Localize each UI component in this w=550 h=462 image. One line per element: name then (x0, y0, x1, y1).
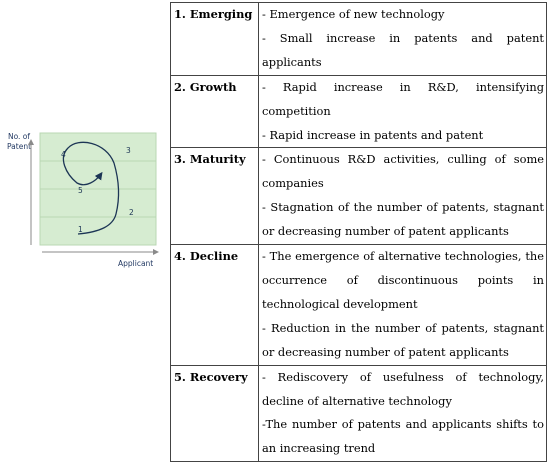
x-axis-label: Applicant (118, 259, 154, 268)
phase-number-2: 2 (129, 208, 134, 217)
table-row: 1. Emerging - Emergence of new technolog… (170, 2, 547, 76)
stage-point: - The emergence of alternative technolog… (262, 249, 544, 311)
stage-point: - Stagnation of the number of patents, s… (262, 200, 544, 239)
phase-number-4: 4 (61, 150, 66, 159)
stage-name: 5. Recovery (170, 364, 259, 462)
y-axis-label: No. of Patent (6, 132, 32, 151)
table-row: 4. Decline - The emergence of alternativ… (170, 244, 547, 366)
stage-name: 4. Decline (170, 244, 259, 366)
stage-point: -The number of patents and applicants sh… (262, 417, 544, 456)
stage-point: - Small increase in patents and patent a… (262, 30, 544, 69)
table-row: 2. Growth - Rapid increase in R&D, inten… (170, 74, 547, 149)
stage-point: - Reduction in the number of patents, st… (262, 320, 544, 359)
lifecycle-curve (62, 141, 120, 235)
stage-name: 1. Emerging (170, 2, 259, 76)
stage-point: - Emergence of new technology (262, 7, 445, 21)
stage-description: - Continuous R&D activities, culling of … (258, 147, 547, 246)
lifecycle-plot: 1 2 3 4 5 (28, 132, 159, 255)
stage-point: - Rediscovery of usefulness of technolog… (262, 369, 544, 408)
technology-lifecycle-diagram: No. of Patent 1 2 3 4 5 Applicant (0, 0, 170, 404)
stage-point: - Rapid increase in R&D, intensifying co… (262, 79, 544, 118)
table-row: 3. Maturity - Continuous R&D activities,… (170, 147, 547, 246)
stage-description: - Rediscovery of usefulness of technolog… (258, 364, 547, 462)
phase-number-1: 1 (78, 225, 83, 234)
stage-description: - Emergence of new technology - Small in… (258, 2, 547, 76)
stage-description: - Rapid increase in R&D, intensifying co… (258, 74, 547, 149)
stage-description: - The emergence of alternative technolog… (258, 244, 547, 366)
lifecycle-stages-table: 1. Emerging - Emergence of new technolog… (170, 2, 547, 462)
stage-name: 3. Maturity (170, 147, 259, 246)
stage-point: - Continuous R&D activities, culling of … (262, 152, 544, 191)
phase-number-3: 3 (126, 146, 131, 155)
table-row: 5. Recovery - Rediscovery of usefulness … (170, 364, 547, 462)
stage-name: 2. Growth (170, 74, 259, 149)
phase-number-5: 5 (78, 186, 83, 195)
stage-point: - Rapid increase in patents and patent (262, 127, 484, 142)
